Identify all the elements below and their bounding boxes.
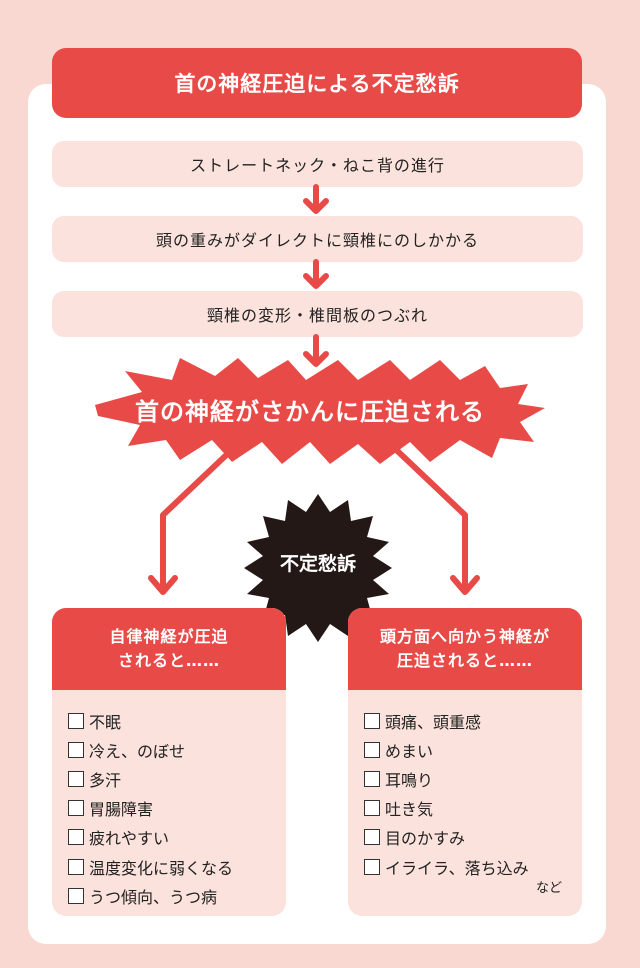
arrow-branch-left [148, 439, 243, 595]
center-label: 不定愁訴 [279, 552, 356, 575]
list-item: 吐き気 [364, 794, 582, 823]
list-item: 温度変化に弱くなる [68, 852, 286, 881]
burst-label: 首の神経がさかんに圧迫される [135, 397, 485, 426]
right-heading-line1: 頭方面へ向かう神経が [379, 627, 550, 646]
list-item: 冷え、のぼせ [68, 735, 286, 764]
arrow-down-2 [303, 259, 329, 289]
checkbox-icon[interactable] [364, 741, 380, 758]
checkbox-icon[interactable] [364, 800, 380, 817]
checkbox-icon[interactable] [68, 858, 84, 875]
list-item: 多汗 [68, 764, 286, 793]
etc-note: など [535, 881, 562, 896]
list-item: 疲れやすい [68, 823, 286, 852]
left-heading: 自律神経が圧迫 されると…… [52, 608, 286, 690]
list-item: 不眠 [68, 706, 286, 735]
list-item: めまい [364, 735, 582, 764]
checkbox-icon[interactable] [364, 712, 380, 729]
checkbox-icon[interactable] [68, 829, 84, 846]
left-symptom-box: 自律神経が圧迫 されると…… 不眠 冷え、のぼせ 多汗 胃腸障害 疲れやすい 温… [52, 608, 286, 916]
left-heading-line2: されると…… [117, 651, 220, 670]
list-item: 耳鳴り [364, 764, 582, 793]
burst-shape [95, 358, 545, 464]
diagram-title: 首の神経圧迫による不定愁訴 [52, 48, 582, 118]
list-item: 頭痛、頭重感 [364, 706, 582, 735]
checkbox-icon[interactable] [68, 741, 84, 758]
arrow-down-1 [303, 184, 329, 214]
left-heading-line1: 自律神経が圧迫 [109, 627, 229, 646]
right-heading-line2: 圧迫されると…… [396, 651, 533, 670]
checkbox-icon[interactable] [364, 858, 380, 875]
right-symptom-list: 頭痛、頭重感 めまい 耳鳴り 吐き気 目のかすみ イライラ、落ち込み [348, 690, 582, 881]
list-item: うつ傾向、うつ病 [68, 881, 286, 910]
right-symptom-box: 頭方面へ向かう神経が 圧迫されると…… 頭痛、頭重感 めまい 耳鳴り 吐き気 目… [348, 608, 582, 916]
checkbox-icon[interactable] [68, 712, 84, 729]
list-item: イライラ、落ち込み [364, 852, 582, 881]
checkbox-icon[interactable] [364, 829, 380, 846]
checkbox-icon[interactable] [68, 800, 84, 817]
list-item: 目のかすみ [364, 823, 582, 852]
checkbox-icon[interactable] [364, 770, 380, 787]
step-2: 頭の重みがダイレクトに頸椎にのしかかる [52, 216, 583, 262]
step-1: ストレートネック・ねこ背の進行 [52, 141, 583, 187]
list-item: 胃腸障害 [68, 794, 286, 823]
arrow-branch-right [385, 439, 480, 595]
center-burst-shape [244, 494, 392, 642]
checkbox-icon[interactable] [68, 770, 84, 787]
left-symptom-list: 不眠 冷え、のぼせ 多汗 胃腸障害 疲れやすい 温度変化に弱くなる うつ傾向、う… [52, 690, 286, 910]
right-heading: 頭方面へ向かう神経が 圧迫されると…… [348, 608, 582, 690]
checkbox-icon[interactable] [68, 887, 84, 904]
arrow-down-3 [303, 334, 329, 367]
step-3: 頸椎の変形・椎間板のつぶれ [52, 291, 583, 337]
